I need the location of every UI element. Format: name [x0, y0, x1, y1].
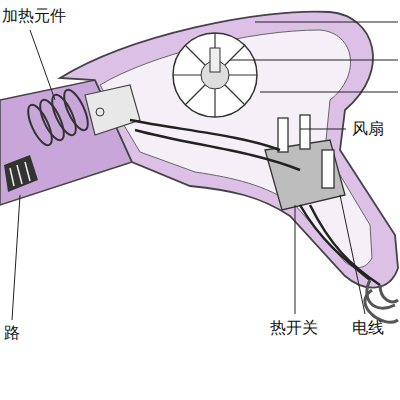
fan: [173, 33, 257, 117]
part-label: 加热元件: [2, 6, 66, 25]
screw: [96, 108, 104, 116]
grille-slots: [10, 162, 30, 186]
part-label: 路: [4, 323, 20, 342]
power-cord: [365, 280, 398, 322]
housing: [60, 12, 398, 288]
coil-mount: [85, 85, 140, 135]
leader-lines: [12, 22, 398, 320]
heating-coil: [23, 87, 92, 149]
grille: [4, 155, 38, 192]
part-label: 热开关: [270, 318, 318, 337]
part-label: 电线: [352, 318, 384, 337]
cavity: [100, 30, 372, 268]
part-label: 风扇: [352, 119, 384, 138]
wires: [130, 120, 380, 285]
